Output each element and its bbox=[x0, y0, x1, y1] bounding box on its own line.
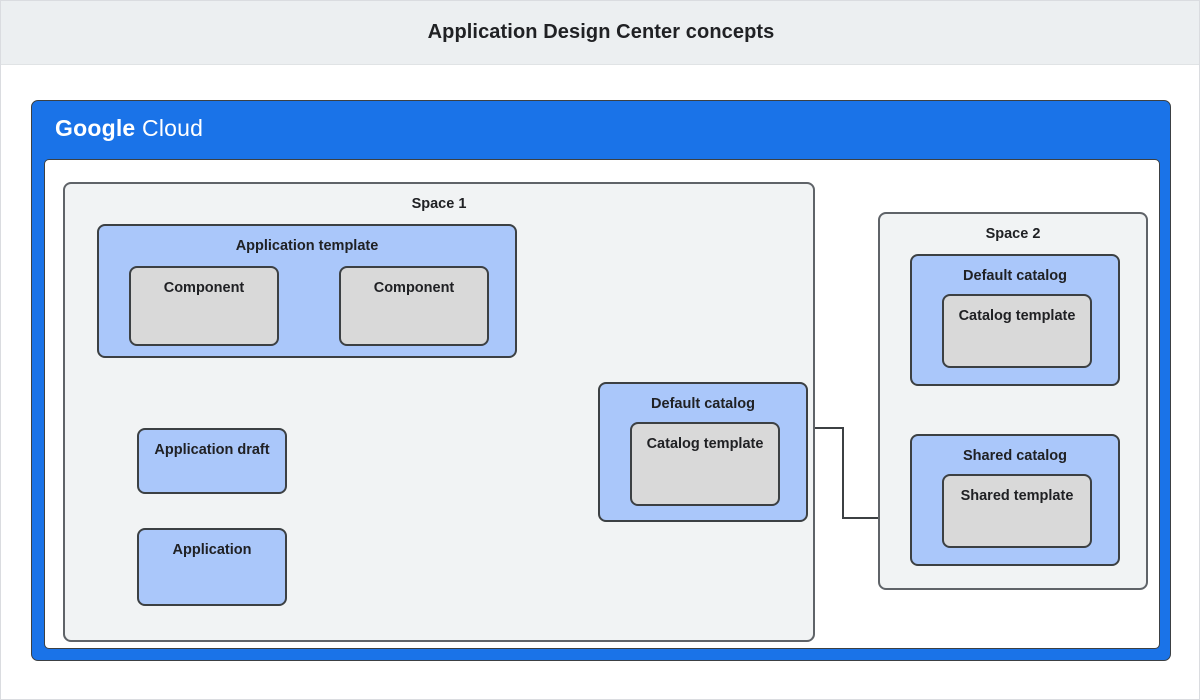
default-catalog-space-1-box[interactable]: Default catalog Catalog template bbox=[598, 382, 808, 522]
page-header: Application Design Center concepts bbox=[1, 1, 1199, 65]
google-cloud-logo-primary: Google bbox=[55, 115, 136, 141]
google-cloud-logo: Google Cloud bbox=[55, 115, 203, 142]
page-title: Application Design Center concepts bbox=[427, 21, 775, 43]
catalog-template-space-2-label: Catalog template bbox=[958, 308, 1076, 324]
shared-catalog-box[interactable]: Shared catalog Shared template bbox=[910, 434, 1120, 566]
default-catalog-space-2-box[interactable]: Default catalog Catalog template bbox=[910, 254, 1120, 386]
catalog-template-space-2-box[interactable]: Catalog template bbox=[942, 294, 1092, 368]
google-cloud-frame: Google Cloud bbox=[31, 100, 1171, 661]
space-1-label: Space 1 bbox=[411, 196, 467, 212]
application-label: Application bbox=[172, 542, 252, 558]
shared-template-label: Shared template bbox=[960, 488, 1074, 504]
catalog-template-space-1-box[interactable]: Catalog template bbox=[630, 422, 780, 506]
google-cloud-content-area: Space 1 Application template Component C… bbox=[44, 159, 1160, 649]
application-box[interactable]: Application bbox=[137, 528, 287, 606]
component-right-label: Component bbox=[373, 280, 455, 296]
space-2-container: Space 2 Default catalog Catalog template… bbox=[878, 212, 1148, 590]
default-catalog-space-2-label: Default catalog bbox=[963, 268, 1067, 284]
catalog-template-space-1-label: Catalog template bbox=[646, 436, 764, 452]
application-draft-label: Application draft bbox=[154, 442, 270, 458]
shared-template-box[interactable]: Shared template bbox=[942, 474, 1092, 548]
component-left-box[interactable]: Component bbox=[129, 266, 279, 346]
space-2-label: Space 2 bbox=[985, 226, 1041, 242]
default-catalog-space-1-label: Default catalog bbox=[651, 396, 755, 412]
google-cloud-logo-secondary: Cloud bbox=[142, 115, 204, 141]
application-draft-box[interactable]: Application draft bbox=[137, 428, 287, 494]
component-right-box[interactable]: Component bbox=[339, 266, 489, 346]
shared-catalog-label: Shared catalog bbox=[963, 448, 1067, 464]
application-template-box[interactable]: Application template Component Component bbox=[97, 224, 517, 358]
component-left-label: Component bbox=[163, 280, 245, 296]
space-1-container: Space 1 Application template Component C… bbox=[63, 182, 815, 642]
application-template-label: Application template bbox=[235, 238, 379, 254]
